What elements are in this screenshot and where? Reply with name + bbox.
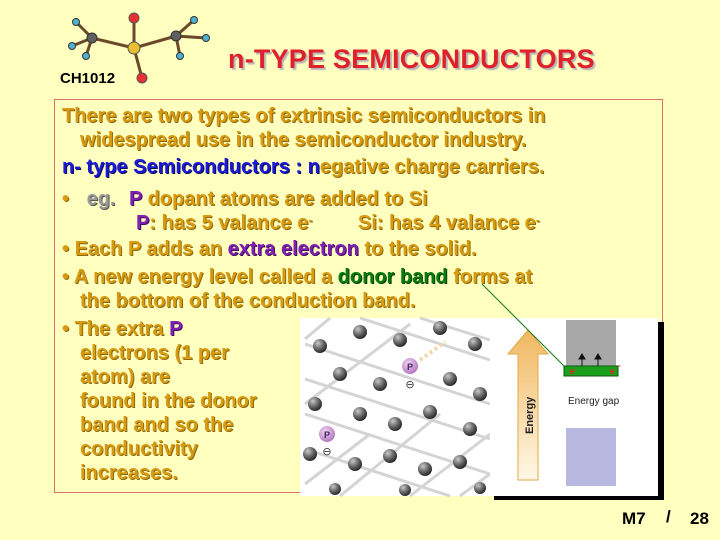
p-dopant-atom — [402, 358, 418, 374]
energy-gap-label: Energy gap — [568, 396, 620, 407]
slide-title: n-TYPE SEMICONDUCTORS — [228, 44, 595, 74]
donor-band-pointer — [481, 284, 565, 367]
bullet: • — [62, 318, 70, 340]
bullet: • — [62, 188, 70, 210]
minus-sup-2: - — [535, 213, 540, 227]
each-part2: to the solid. — [358, 238, 477, 260]
extra-line: • The extra P — [62, 317, 182, 341]
energy-label: Energy — [524, 396, 536, 434]
eg-rest: dopant atoms are added to Si — [147, 188, 428, 210]
lattice-atoms — [303, 321, 487, 496]
p-dopant-atom — [319, 426, 335, 442]
ntype-colon: : — [289, 156, 308, 178]
each-extra: extra electron — [227, 238, 359, 260]
bullet: • — [62, 266, 70, 288]
minus-sup-1: - — [308, 213, 313, 227]
ntype-n: n — [307, 156, 320, 178]
valence-band — [566, 428, 616, 486]
band-panel-shadow — [658, 322, 664, 500]
electron-minus: - — [618, 361, 621, 370]
conduction-band — [566, 320, 616, 366]
bullet: • — [62, 238, 70, 260]
eg-p: P — [129, 188, 143, 210]
extra-line-6: conductivity — [80, 438, 198, 460]
p-symbol: P — [136, 212, 150, 234]
ntype-line: n- type Semiconductors : negative charge… — [62, 155, 544, 179]
electron-mark-left: e — [570, 366, 575, 376]
band-panel-shadow-bottom — [494, 496, 664, 500]
slide-ref: M7 — [622, 509, 646, 528]
extra-line-3: atom) are — [80, 366, 171, 388]
course-code: CH1012 — [60, 70, 116, 87]
each-part1: Each P adds an — [74, 238, 228, 260]
donor-band — [563, 365, 619, 377]
each-line: • Each P adds an extra electron to the s… — [62, 237, 477, 261]
extra-line-7: increases. — [80, 462, 178, 484]
newlevel-donor: donor band — [337, 266, 448, 288]
valence-line: P: has 5 valance e- Si: has 4 valance e- — [136, 211, 540, 235]
ntype-rest: egative charge carriers. — [319, 156, 545, 178]
extra-line-4: found in the donor — [80, 390, 257, 412]
intro-line-2: widespread use in the semiconductor indu… — [80, 129, 527, 151]
electron-mark-right: e — [610, 366, 615, 376]
extra-line-2: electrons (1 per — [80, 342, 229, 364]
newlevel-line: • A new energy level called a donor band… — [62, 265, 532, 289]
newlevel-part2: forms at — [447, 266, 533, 288]
footer-separator: / — [666, 507, 671, 526]
band-diagram-figure: P ⊖ P ⊖ Energy e e - Energy gap — [300, 284, 664, 500]
p-atom-label: P — [407, 362, 413, 372]
molecule-logo — [68, 12, 210, 84]
extra-p: P — [169, 318, 183, 340]
extra-part1: The extra — [74, 318, 170, 340]
newlevel-line-2: the bottom of the conduction band. — [80, 290, 416, 312]
p-valence: : has 5 valance e — [149, 212, 309, 234]
intro-line-1: There are two types of extrinsic semicon… — [62, 105, 546, 127]
p-atom-label: P — [324, 430, 330, 440]
extra-line-5: band and so the — [80, 414, 234, 436]
electron-path — [418, 340, 447, 362]
eg-line: • eg. P dopant atoms are added to Si — [62, 187, 428, 211]
energy-arrow — [506, 329, 550, 481]
excitation-arrows — [578, 353, 602, 366]
ntype-label: n- type Semiconductors — [62, 156, 290, 178]
si-valence: Si: has 4 valance e — [357, 212, 536, 234]
electron-symbol: ⊖ — [405, 378, 414, 391]
electron-symbol: ⊖ — [322, 445, 331, 458]
page-number: 28 — [690, 509, 709, 528]
eg-label: eg. — [86, 188, 116, 210]
newlevel-part1: A new energy level called a — [73, 266, 338, 288]
